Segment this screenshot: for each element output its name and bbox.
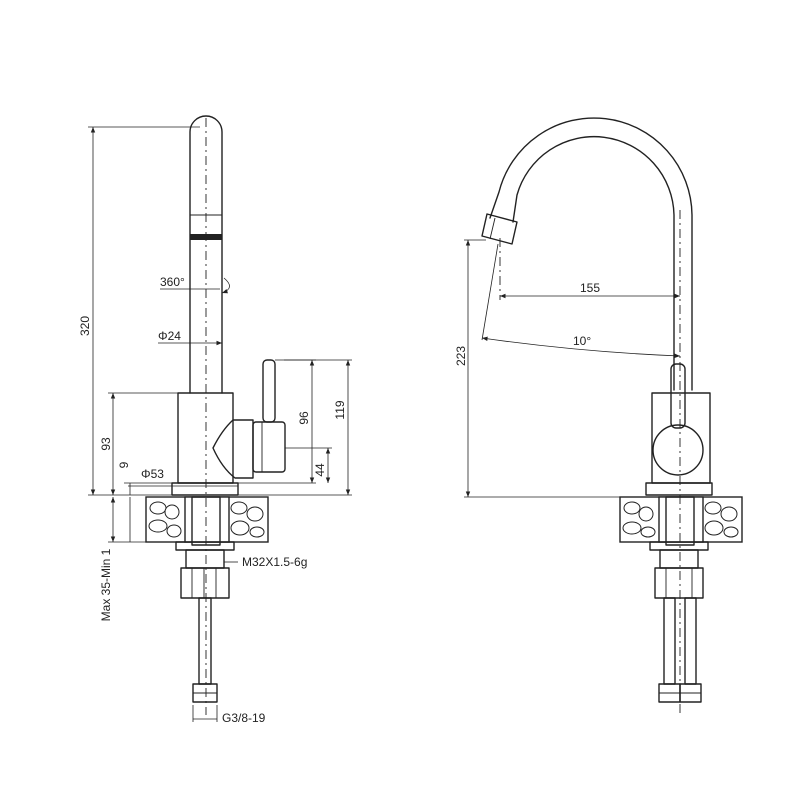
handle-joint (212, 419, 254, 479)
front-view: 320 93 9 Φ53 360° Φ24 96 119 44 (78, 115, 352, 725)
handle-cap (252, 421, 286, 473)
dim-223: 223 (454, 346, 468, 366)
dim-spout-diameter: Φ24 (158, 329, 181, 343)
supply-hose (198, 597, 212, 685)
dim-155: 155 (580, 281, 600, 295)
mounting-nut-side (654, 567, 704, 599)
supply-hose-2 (684, 597, 697, 685)
dim-96: 96 (297, 411, 311, 425)
spout-tube (189, 115, 223, 394)
mounting-washer (175, 541, 235, 551)
dim-hose-thread: G3/8-19 (222, 711, 266, 725)
handle-lever-side (670, 363, 686, 429)
gooseneck-spout (512, 135, 675, 391)
faucet-body (177, 392, 234, 484)
dim-119: 119 (333, 400, 347, 419)
handle-lever (262, 359, 276, 423)
dim-93: 93 (99, 437, 113, 451)
spout-outlet (481, 213, 518, 245)
handle-knob (652, 424, 704, 476)
side-view: 223 155 10° (454, 117, 743, 715)
dim-9: 9 (117, 461, 131, 468)
base-plate (171, 482, 239, 496)
mounting-nut (180, 567, 230, 599)
dim-base-diameter: Φ53 (141, 467, 164, 481)
dim-counter-thickness: Max 35-Min 1 (99, 548, 113, 621)
dim-320: 320 (78, 316, 92, 336)
dim-mount-thread: M32X1.5-6g (242, 555, 307, 569)
countertop-section-right (619, 496, 743, 543)
base-plate-side (645, 482, 713, 496)
dim-rotation: 360° (160, 275, 185, 289)
countertop-section-left (145, 496, 269, 543)
supply-hose-1 (663, 597, 676, 685)
dim-44: 44 (313, 463, 327, 477)
dim-angle: 10° (573, 334, 591, 348)
